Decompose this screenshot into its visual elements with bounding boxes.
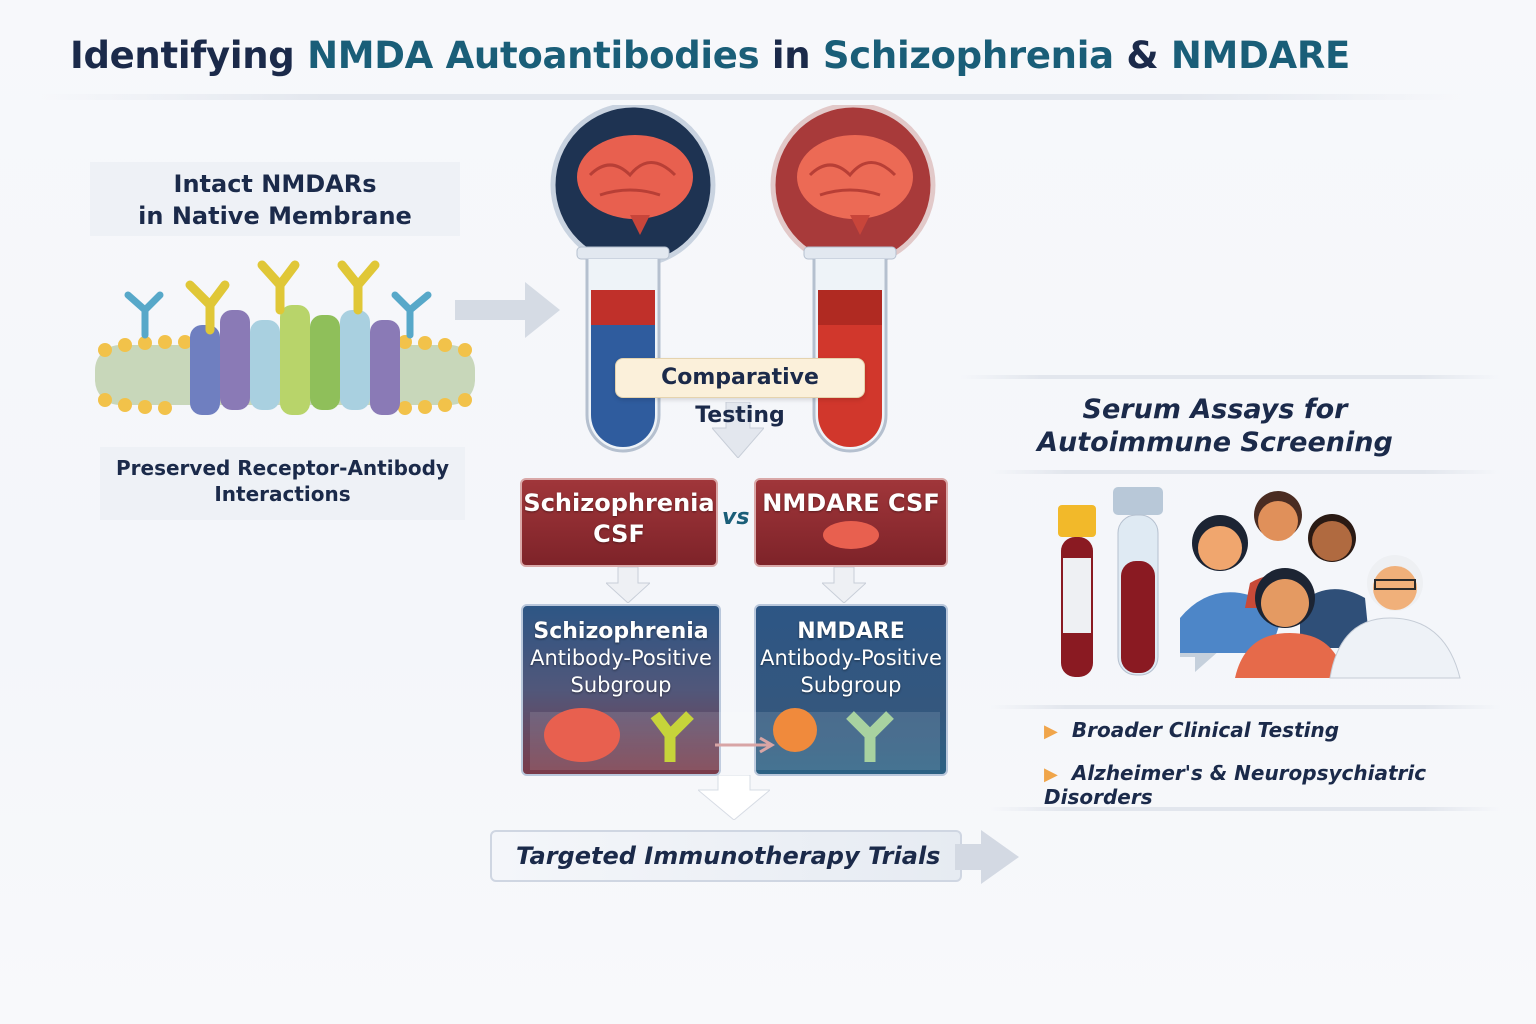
heading-line: in Native Membrane (138, 202, 412, 230)
box-line: CSF (593, 520, 645, 548)
down-arrow-icon (606, 567, 650, 603)
receptor-icon (773, 708, 817, 752)
title-text: Identifying (69, 34, 308, 77)
title-line: Serum Assays for (1082, 394, 1348, 425)
divider (990, 807, 1500, 811)
title-text: in (759, 34, 823, 77)
title-highlight: NMDA Autoantibodies (307, 34, 760, 77)
caption-line: Interactions (214, 482, 351, 506)
membrane-receptor-illustration (95, 260, 475, 415)
heading-line: Intact NMDARs (173, 170, 377, 198)
csf-tube-icon (803, 246, 897, 453)
brain-icon (823, 521, 879, 549)
title-highlight: NMDARE (1170, 34, 1350, 77)
bullet-item: ▶Alzheimer's & Neuropsychiatric Disorder… (1044, 761, 1536, 809)
bullet-text: Broader Clinical Testing (1071, 718, 1340, 742)
box-line: Schizophrenia (523, 489, 715, 517)
divider (960, 375, 1500, 379)
page-title: Identifying NMDA Autoantibodies in Schiz… (0, 34, 1420, 77)
divider (990, 470, 1500, 474)
csf-tube-icon (576, 246, 670, 453)
subgroup-line: Subgroup (570, 673, 672, 697)
down-arrow-icon (712, 402, 764, 458)
serum-tube-icon (1113, 487, 1163, 676)
people-group-icon (1180, 491, 1461, 679)
title-divider (40, 94, 1460, 100)
down-arrow-icon (698, 775, 770, 820)
triangle-bullet-icon: ▶ (1044, 721, 1058, 742)
caption-line: Preserved Receptor-Antibody (115, 456, 449, 480)
brain-icon (550, 105, 716, 268)
subgroup-title: Schizophrenia (533, 619, 709, 644)
comparative-testing-label: Comparative Testing (615, 358, 865, 428)
bullet-item: ▶ Broader Clinical Testing (1044, 718, 1339, 742)
title-text: & (1113, 34, 1171, 77)
bullet-text: Alzheimer's & Neuropsychiatric Disorders (1044, 761, 1427, 809)
immunotherapy-trials-box: Targeted Immunotherapy Trials (490, 830, 962, 882)
divider (990, 705, 1500, 709)
subgroup-line: Antibody-Positive (530, 646, 712, 670)
right-arrow-icon (455, 282, 560, 338)
subgroup-line: Subgroup (800, 673, 902, 697)
membrane-heading: Intact NMDARs in Native Membrane (90, 162, 460, 236)
down-arrow-icon (822, 567, 866, 603)
antibody-binding-strip (530, 708, 940, 770)
brain-icon (544, 708, 620, 762)
title-line: Autoimmune Screening (1037, 427, 1393, 458)
box-line: NMDARE CSF (762, 489, 940, 517)
title-highlight: Schizophrenia (822, 34, 1114, 77)
antibody-icon (846, 711, 894, 762)
subgroup-title: NMDARE (797, 619, 905, 644)
right-arrow-icon (955, 830, 1019, 884)
vs-label: vs (722, 505, 750, 530)
serum-screening-illustration (1058, 487, 1461, 679)
blood-tube-icon (1058, 505, 1096, 677)
triangle-bullet-icon: ▶ (1044, 764, 1058, 785)
subgroup-line: Antibody-Positive (760, 646, 942, 670)
antibody-icon (650, 711, 694, 762)
nmdare-csf-box: NMDARE CSF (754, 478, 948, 567)
arrow-icon (715, 736, 775, 754)
